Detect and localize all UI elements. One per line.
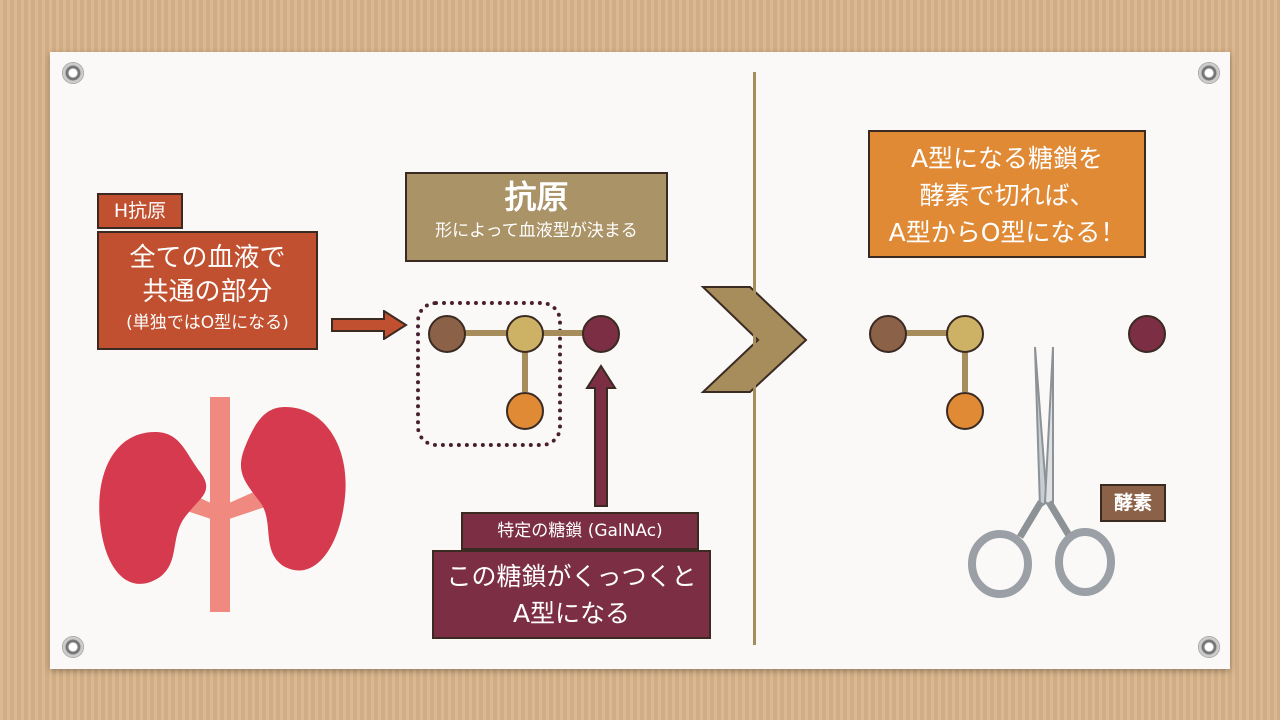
chain-bond — [962, 332, 968, 392]
galnac-node — [582, 315, 620, 353]
sugar-node — [869, 315, 907, 353]
grommet-icon — [1198, 62, 1220, 84]
sugar-node — [946, 315, 984, 353]
antigen-box: 抗原 形によって血液型が決まる — [405, 172, 668, 262]
sugar-node — [506, 315, 544, 353]
antigen-title: 抗原 — [504, 178, 569, 216]
arrow-right-icon — [331, 310, 408, 340]
result-line2: 酵素で切れば、 — [919, 181, 1095, 210]
sugar-node — [428, 315, 466, 353]
divider — [753, 72, 756, 645]
h-antigen-outline — [416, 301, 562, 447]
galnac-line1: この糖鎖がくっつくと — [446, 562, 697, 591]
enzyme-label: 酵素 — [1100, 484, 1166, 522]
chain-bond — [888, 330, 968, 336]
sugar-node — [506, 392, 544, 430]
sugar-node — [946, 392, 984, 430]
scissors-icon — [968, 346, 1115, 598]
galnac-node — [1128, 315, 1166, 353]
arrow-up-icon — [585, 364, 617, 507]
chain-bond — [522, 332, 528, 392]
slide-card: H抗原 全ての血液で 共通の部分 (単独ではO型になる) 抗原 形によって血液型… — [50, 52, 1230, 669]
result-line3: A型からO型になる！ — [888, 218, 1126, 247]
result-line1: A型になる糖鎖を — [910, 144, 1104, 173]
kidney-icon — [99, 397, 346, 612]
h-antigen-tag: H抗原 — [97, 193, 183, 229]
h-antigen-line3: (単独ではO型になる) — [126, 313, 289, 333]
result-box: A型になる糖鎖を 酵素で切れば、 A型からO型になる！ — [868, 130, 1146, 258]
galnac-line2: A型になる — [512, 599, 631, 628]
h-antigen-box: 全ての血液で 共通の部分 (単独ではO型になる) — [97, 231, 318, 350]
galnac-tag: 特定の糖鎖 (GalNAc) — [461, 512, 699, 550]
antigen-subtitle: 形によって血液型が決まる — [435, 221, 638, 241]
grommet-icon — [1198, 636, 1220, 658]
grommet-icon — [62, 62, 84, 84]
h-antigen-line1: 全ての血液で — [129, 243, 286, 273]
h-antigen-line2: 共通の部分 — [142, 277, 273, 307]
galnac-box: この糖鎖がくっつくと A型になる — [432, 550, 711, 639]
grommet-icon — [62, 636, 84, 658]
